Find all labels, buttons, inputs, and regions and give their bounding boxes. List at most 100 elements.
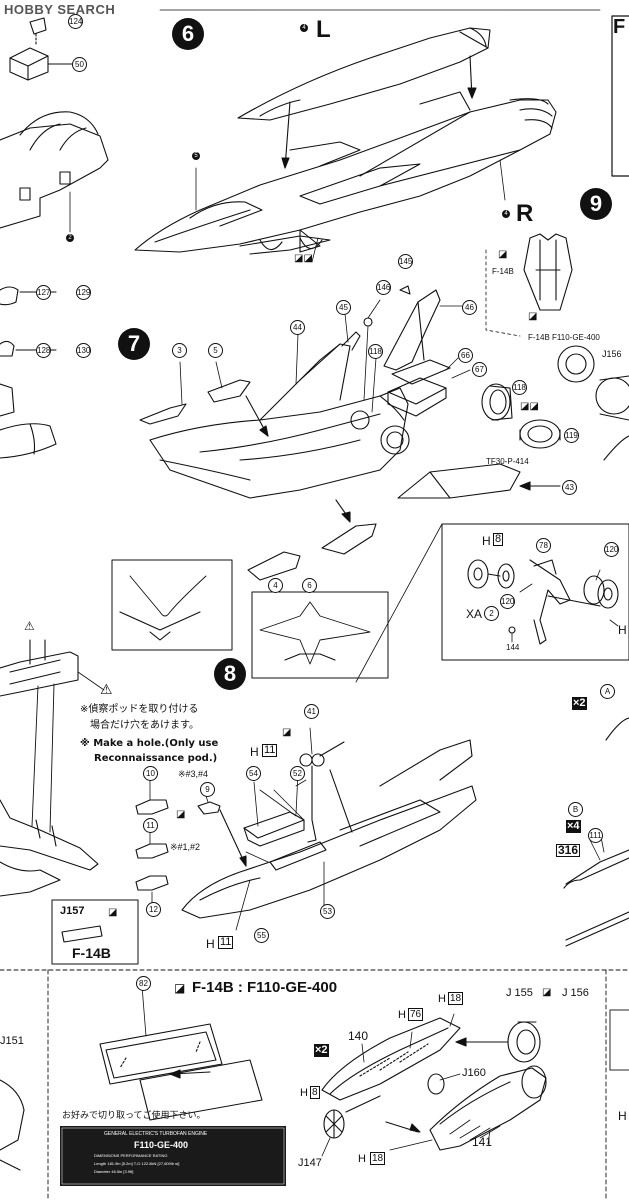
engine-j156: J 156 [562, 987, 589, 999]
part-120-b: 120 [604, 542, 619, 557]
part-43: 43 [562, 480, 577, 495]
engine-x2: ×2 [314, 1044, 329, 1057]
part-130: 130 [76, 343, 91, 358]
step-6-marker: 6 [172, 18, 204, 50]
part-120-a: 120 [500, 594, 515, 609]
paint-marker-icon: ◪ [174, 981, 186, 995]
plate-line-5: Diameter 46.5in [3.9ft] [94, 1169, 134, 1174]
part-67: 67 [472, 362, 487, 377]
part-4: 4 [300, 24, 308, 32]
part-3: 3 [172, 343, 187, 358]
label-x4: ×4 [566, 820, 581, 833]
note-en-line1: ※ Make a hole.(Only use [80, 738, 219, 749]
label-ref34: ※#3,#4 [178, 769, 209, 779]
part-9: 9 [200, 782, 215, 797]
label-x2: ×2 [572, 697, 587, 710]
label-xa: XA [466, 607, 483, 621]
engine-j147: J147 [298, 1157, 322, 1169]
marker-b: B [568, 802, 583, 817]
label-h11: H [250, 745, 259, 759]
warning-icon: ⚠ [100, 681, 113, 697]
part-146: 146 [376, 280, 391, 295]
engine-h18-b: H [358, 1153, 366, 1165]
plate-line-1: GENERAL ELECTRIC'S TURBOFAN ENGINE [104, 1131, 208, 1137]
engine-h76-num: 76 [408, 1008, 424, 1021]
part-119: 119 [564, 428, 579, 443]
part-50: 50 [72, 57, 87, 72]
part-52: 52 [290, 766, 305, 781]
part-46: 46 [462, 300, 477, 315]
part-145: 145 [398, 254, 413, 269]
engine-h8-num: 8 [310, 1086, 320, 1099]
right-side-label: R [516, 200, 534, 227]
paint-marker-icon: ◪ [108, 907, 118, 918]
note-en-line2: Reconnaissance pod.) [94, 753, 218, 764]
paint-marker-icon: ◪◪ [294, 253, 313, 264]
part-45: 45 [336, 300, 351, 315]
part-4-wing: 4 [268, 578, 283, 593]
marker-a: A [600, 684, 615, 699]
engine-j155: J 155 [506, 987, 533, 999]
paint-marker-icon: ◪ [282, 727, 292, 738]
paint-marker-icon: ◪ [176, 809, 186, 820]
part-4-r: 4 [502, 210, 510, 218]
step-7-marker: 7 [118, 328, 150, 360]
paint-marker-icon: ◪ [528, 311, 538, 322]
label-ref12: ※#1,#2 [170, 842, 201, 852]
part-124: 124 [68, 14, 83, 29]
plate-line-3: DIMENSIONS PERFORMANCE RATING [94, 1153, 168, 1158]
part-41: 41 [304, 704, 319, 719]
label-j156: J156 [602, 349, 622, 359]
part-128: 128 [36, 343, 51, 358]
plate-line-4: Length 181.9in [5.2m] T-O 122.8kN [27,60… [94, 1161, 180, 1166]
paint-marker-icon: ◪◪ [520, 401, 539, 412]
label-h11-b: H [206, 937, 215, 951]
part-44: 44 [290, 320, 305, 335]
part-12: 12 [146, 902, 161, 917]
engine-h8: H [300, 1087, 308, 1099]
label-h-right: H [618, 623, 627, 637]
engine-j160: J160 [462, 1067, 486, 1079]
part-144: 144 [506, 643, 520, 652]
engine-plate-bg [60, 1126, 286, 1186]
part-54: 54 [246, 766, 261, 781]
part-82: 82 [136, 976, 151, 991]
label-h-edge: H [618, 1109, 627, 1123]
part-78: 78 [536, 538, 551, 553]
warning-icon: ⚠ [24, 619, 35, 633]
engine-h18-num: 18 [448, 992, 464, 1005]
part-129: 129 [76, 285, 91, 300]
part-2: 2 [66, 234, 74, 242]
engine-h18-b-num: 18 [370, 1152, 386, 1165]
engine-section-title: F-14B : F110-GE-400 [192, 979, 338, 996]
label-316: 316 [556, 843, 581, 857]
part-66: 66 [458, 348, 473, 363]
part-111: 111 [588, 828, 603, 843]
part-141: 141 [472, 1135, 493, 1149]
part-127: 127 [36, 285, 51, 300]
watermark: HOBBY SEARCH [4, 2, 116, 17]
part-55: 55 [254, 928, 269, 943]
left-side-label: L [316, 16, 331, 43]
plate-line-2: F110-GE-400 [134, 1140, 189, 1150]
paint-marker-icon: ◪ [542, 987, 552, 998]
note-jp-line2: 場合だけ穴をあけます。 [90, 720, 199, 731]
label-tf30: TF30-P-414 [486, 457, 529, 466]
engine-cut-note: お好みで切り取ってご使用下さい。 [62, 1111, 206, 1121]
part-53: 53 [320, 904, 335, 919]
label-h8-num: 8 [493, 533, 504, 546]
engine-h18: H [438, 993, 446, 1005]
label-h11-b-num: 11 [218, 936, 234, 949]
paint-marker-icon: ◪ [498, 249, 508, 260]
label-h8: H [482, 534, 491, 548]
engine-h76: H [398, 1009, 406, 1021]
label-f14b-b: F-14B [72, 945, 111, 961]
note-jp-line1: ※偵察ポッドを取り付ける [80, 704, 199, 715]
part-11: 11 [143, 818, 158, 833]
part-6: 6 [302, 578, 317, 593]
part-140: 140 [348, 1029, 369, 1043]
step-f-label: F [613, 16, 626, 38]
label-f14b-engine: F-14B F110-GE-400 [528, 333, 600, 342]
